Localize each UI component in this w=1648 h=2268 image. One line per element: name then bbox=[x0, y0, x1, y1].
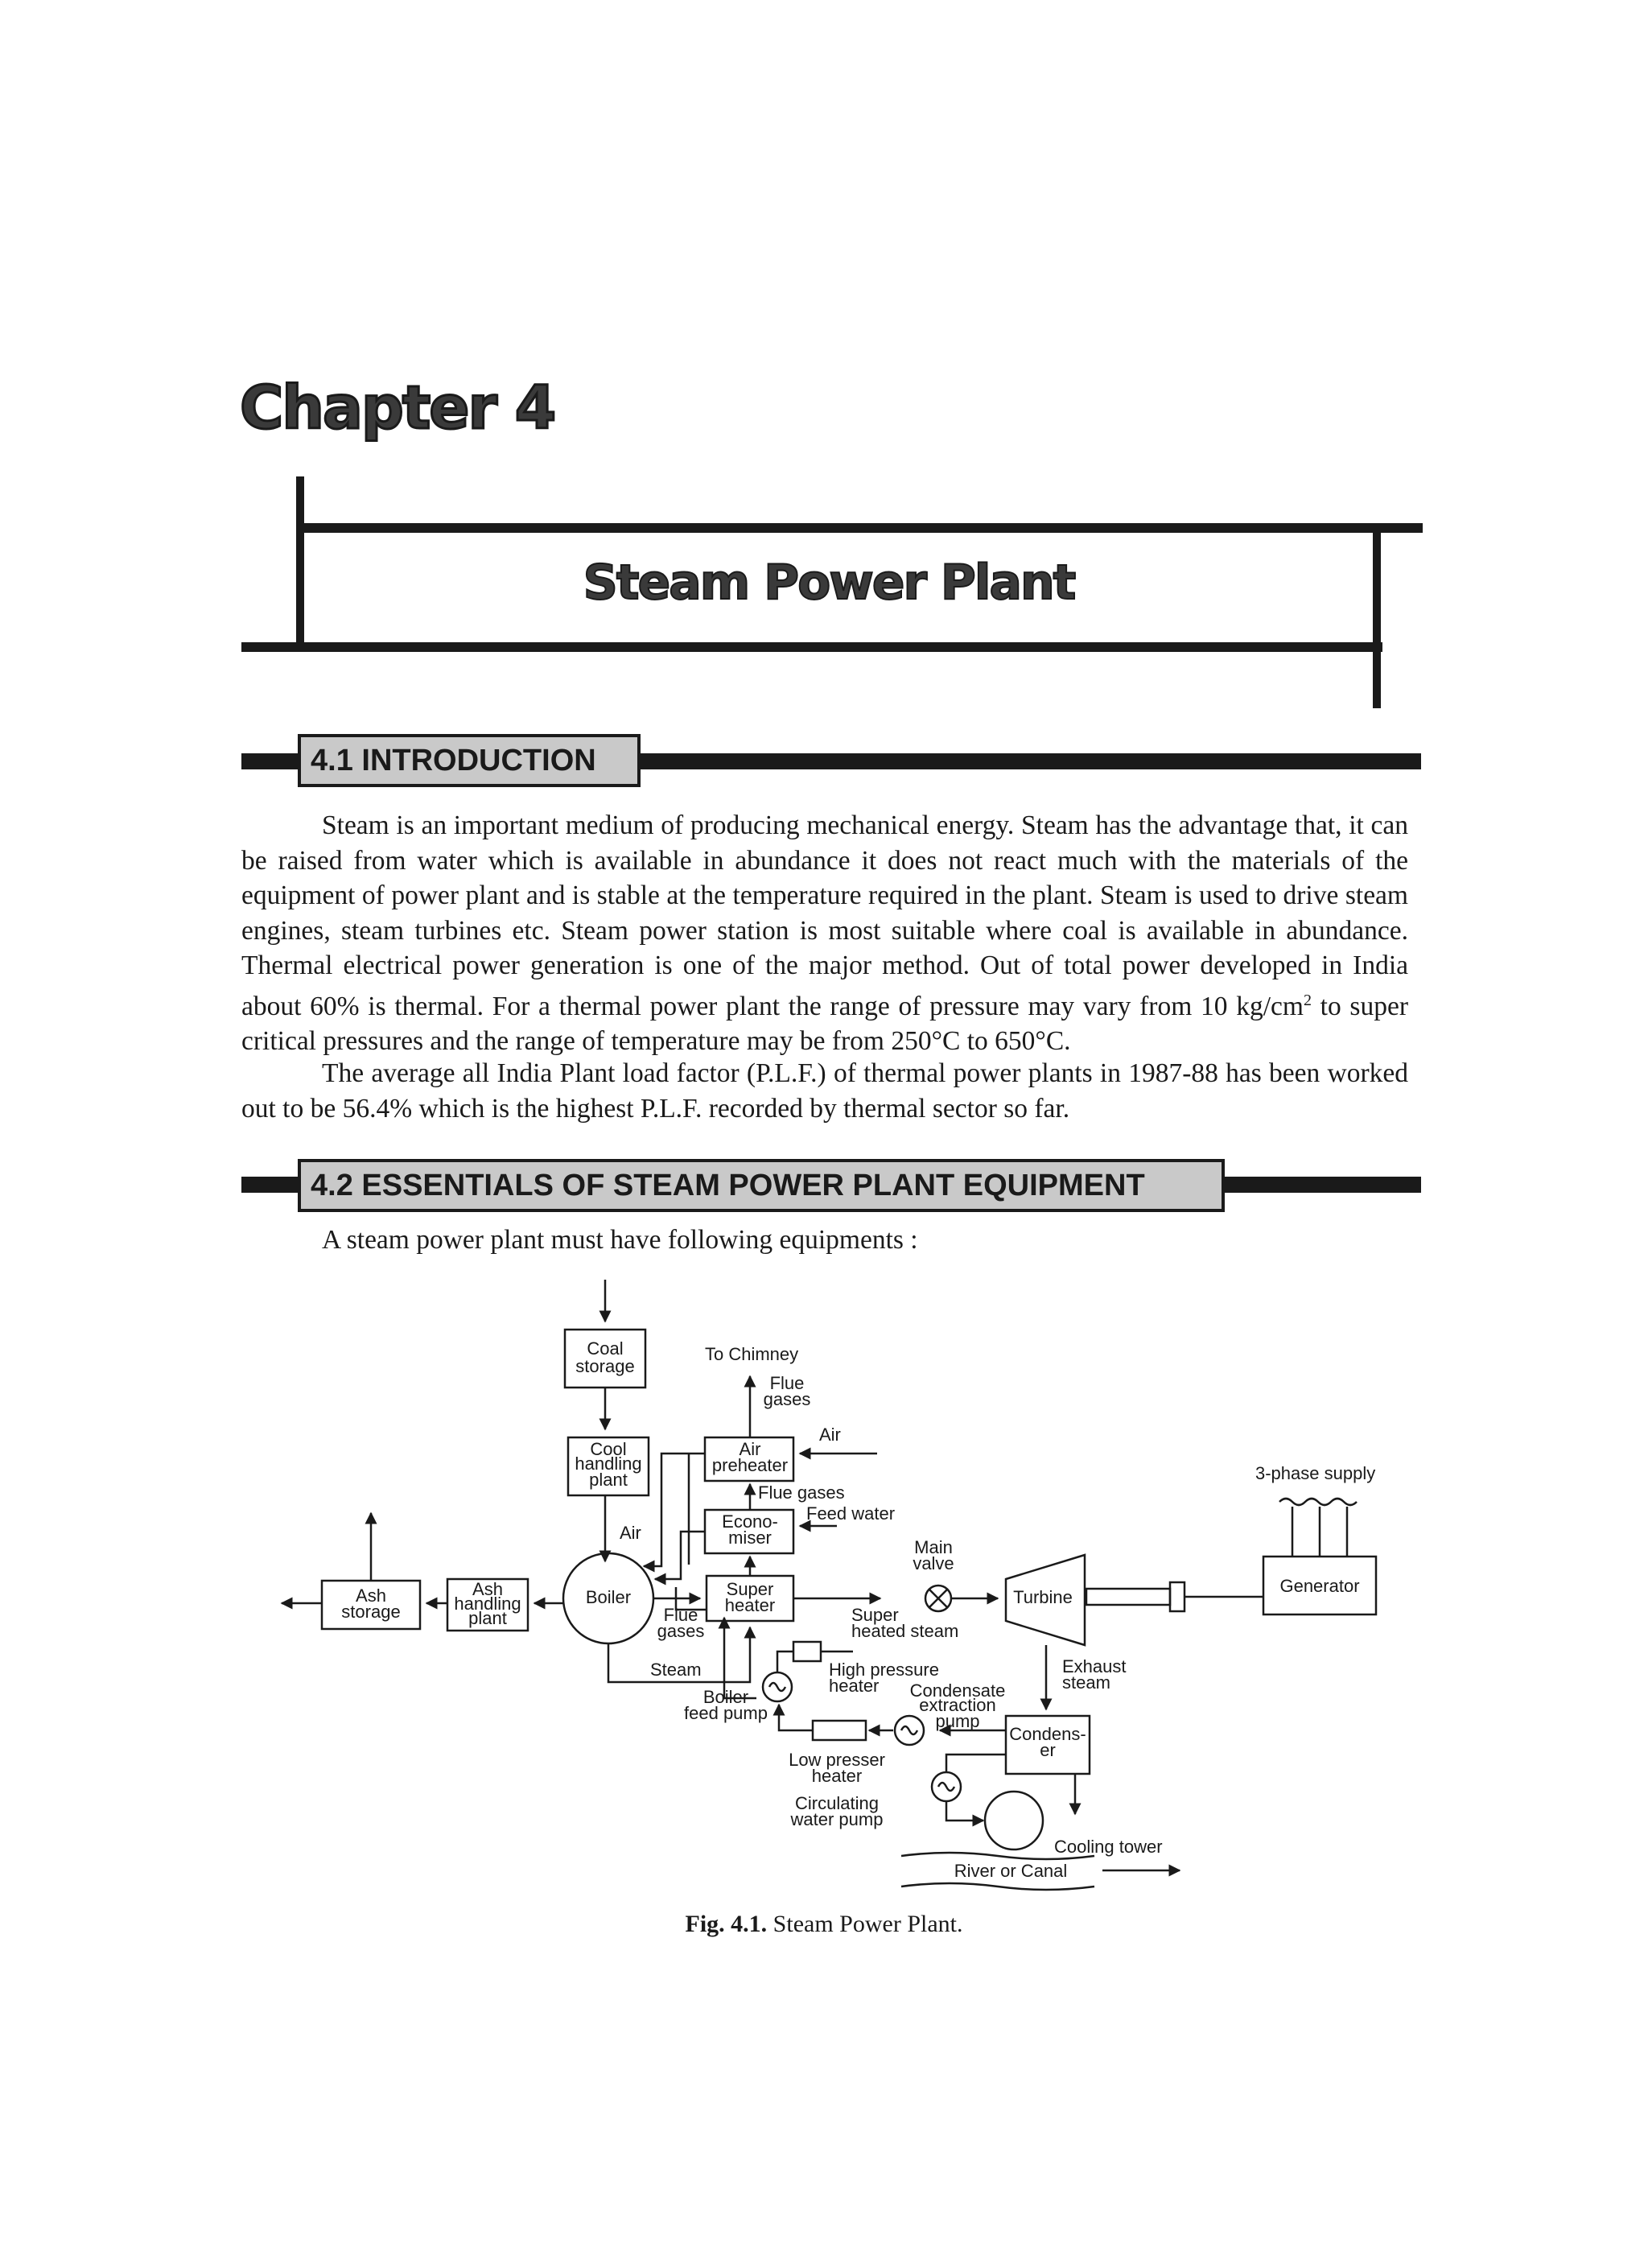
intro-paragraph-2: The average all India Plant load factor … bbox=[241, 1058, 1408, 1124]
ash-handling-plant-box bbox=[446, 1577, 529, 1632]
cool-handling-label-1: Cool bbox=[590, 1439, 626, 1459]
steam-return-line bbox=[607, 1626, 756, 1684]
air-right-label: Air bbox=[819, 1425, 841, 1445]
equipment-lead-text: A steam power plant must have following … bbox=[322, 1225, 918, 1255]
exhaust-steam-label-2: steam bbox=[1062, 1672, 1110, 1693]
air-preheater-label-1: Air bbox=[740, 1439, 761, 1459]
flue-gases-low-label-1: Flue bbox=[664, 1605, 698, 1625]
hp-heater-label-1: High pressure bbox=[829, 1660, 939, 1680]
condenser-box bbox=[1004, 1714, 1091, 1775]
air-preheater-box bbox=[703, 1436, 795, 1482]
river-wave-2 bbox=[900, 1882, 1095, 1891]
frame-bottom-rule bbox=[241, 642, 1382, 652]
flue-gases-top-label-2: gases bbox=[764, 1389, 811, 1409]
coal-storage-label-2: storage bbox=[575, 1356, 634, 1376]
condenser-label-2: er bbox=[1040, 1740, 1056, 1760]
turbine-label: Turbine bbox=[1013, 1587, 1073, 1607]
flue-gases-low-label-2: gases bbox=[657, 1621, 705, 1641]
circulating-pump-to-tower bbox=[945, 1801, 985, 1827]
figure-caption-text: Steam Power Plant. bbox=[767, 1911, 963, 1937]
high-pressure-heater-box bbox=[792, 1640, 822, 1663]
frame-left-vertical bbox=[296, 476, 304, 652]
feed-water-label: Feed water bbox=[806, 1503, 895, 1524]
turbine-shape bbox=[1004, 1553, 1086, 1647]
flue-gases-top-label-1: Flue bbox=[770, 1373, 805, 1393]
condenser-label-1: Condens- bbox=[1009, 1724, 1086, 1744]
air-left-label: Air bbox=[620, 1523, 641, 1543]
ash-storage-label-2: storage bbox=[341, 1602, 400, 1622]
river-wave-1 bbox=[900, 1851, 1095, 1861]
economiser-to-boiler-arrow bbox=[653, 1530, 705, 1586]
economiser-label-2: miser bbox=[728, 1528, 772, 1548]
figure-caption: Fig. 4.1. Steam Power Plant. bbox=[0, 1911, 1648, 1938]
hp-heater-label-2: heater bbox=[829, 1676, 879, 1696]
ash-storage-label-1: Ash bbox=[356, 1586, 386, 1606]
figure-caption-label: Fig. 4.1. bbox=[685, 1911, 768, 1937]
flue-gases-mid-label: Flue gases bbox=[758, 1482, 845, 1503]
cooling-water-return bbox=[945, 1753, 1006, 1772]
to-chimney-label: To Chimney bbox=[705, 1344, 798, 1364]
main-valve-label-1: Main bbox=[914, 1537, 953, 1557]
ash-handling-label-1: Ash bbox=[472, 1579, 503, 1599]
steam-power-plant-diagram: Coal storage Cool handling plant To Chim… bbox=[280, 1280, 1378, 1891]
main-valve-label-2: valve bbox=[913, 1553, 954, 1573]
economiser-label-1: Econo- bbox=[722, 1511, 778, 1532]
three-phase-wave bbox=[1279, 1497, 1358, 1507]
intro-paragraph-1: Steam is an important medium of producin… bbox=[241, 810, 1408, 1057]
diagram-labels: Coal storage Cool handling plant To Chim… bbox=[341, 1338, 1375, 1881]
ash-handling-label-2: handling bbox=[454, 1594, 521, 1614]
condensate-pump-label-2: extraction bbox=[919, 1695, 995, 1715]
exhaust-steam-label-1: Exhaust bbox=[1062, 1656, 1127, 1676]
cool-handling-label-3: plant bbox=[589, 1470, 628, 1490]
air-preheater-label-2: preheater bbox=[712, 1455, 788, 1475]
chapter-title: Steam Power Plant bbox=[583, 555, 1077, 611]
feed-to-superheater-line bbox=[718, 1616, 756, 1700]
low-presser-heater-box bbox=[811, 1719, 867, 1742]
three-phase-label: 3-phase supply bbox=[1255, 1463, 1375, 1483]
condensate-extraction-pump bbox=[893, 1714, 925, 1746]
boiler-label: Boiler bbox=[586, 1587, 631, 1607]
frame-top-rule bbox=[296, 523, 1423, 533]
section-heading-4-2: 4.2 ESSENTIALS OF STEAM POWER PLANT EQUI… bbox=[298, 1159, 1225, 1212]
cooling-tower-label: Cooling tower bbox=[1054, 1837, 1163, 1857]
lp-heater-to-feed-pump bbox=[772, 1703, 813, 1732]
cool-handling-label-2: handling bbox=[575, 1454, 641, 1474]
circulating-pump-label-2: water pump bbox=[790, 1809, 884, 1829]
boiler-feed-pump-label-1: Boiler bbox=[703, 1687, 748, 1707]
super-heater-label-1: Super bbox=[727, 1579, 774, 1599]
chapter-label: Chapter 4 bbox=[238, 373, 557, 443]
steam-label: Steam bbox=[650, 1660, 702, 1680]
river-label: River or Canal bbox=[954, 1861, 1068, 1881]
boiler-feed-pump-label-2: feed pump bbox=[684, 1703, 768, 1723]
ash-handling-label-3: plant bbox=[468, 1608, 507, 1628]
frame-right-vertical bbox=[1373, 533, 1381, 708]
super-heated-label-2: heated steam bbox=[851, 1621, 958, 1641]
generator-label: Generator bbox=[1279, 1576, 1359, 1596]
preheater-air-to-boiler-arrow bbox=[642, 1452, 705, 1573]
superheater-flue-return bbox=[674, 1587, 707, 1611]
super-heater-label-2: heater bbox=[725, 1595, 775, 1615]
feed-pump-to-hp-heater bbox=[776, 1650, 793, 1672]
section-heading-4-1: 4.1 INTRODUCTION bbox=[298, 734, 641, 787]
shaft-coupling bbox=[1085, 1587, 1172, 1606]
condensate-pump-label-1: Condensate bbox=[910, 1680, 1006, 1701]
cooling-tower-circle bbox=[983, 1790, 1044, 1851]
lp-heater-label-2: heater bbox=[812, 1766, 862, 1786]
cool-handling-plant-box bbox=[566, 1436, 650, 1497]
condensate-pump-label-3: pump bbox=[935, 1711, 979, 1731]
lp-heater-label-1: Low presser bbox=[789, 1750, 885, 1770]
circulating-pump-label-1: Circulating bbox=[795, 1793, 879, 1813]
coal-storage-label-1: Coal bbox=[587, 1338, 623, 1359]
super-heated-label-1: Super bbox=[851, 1605, 899, 1625]
